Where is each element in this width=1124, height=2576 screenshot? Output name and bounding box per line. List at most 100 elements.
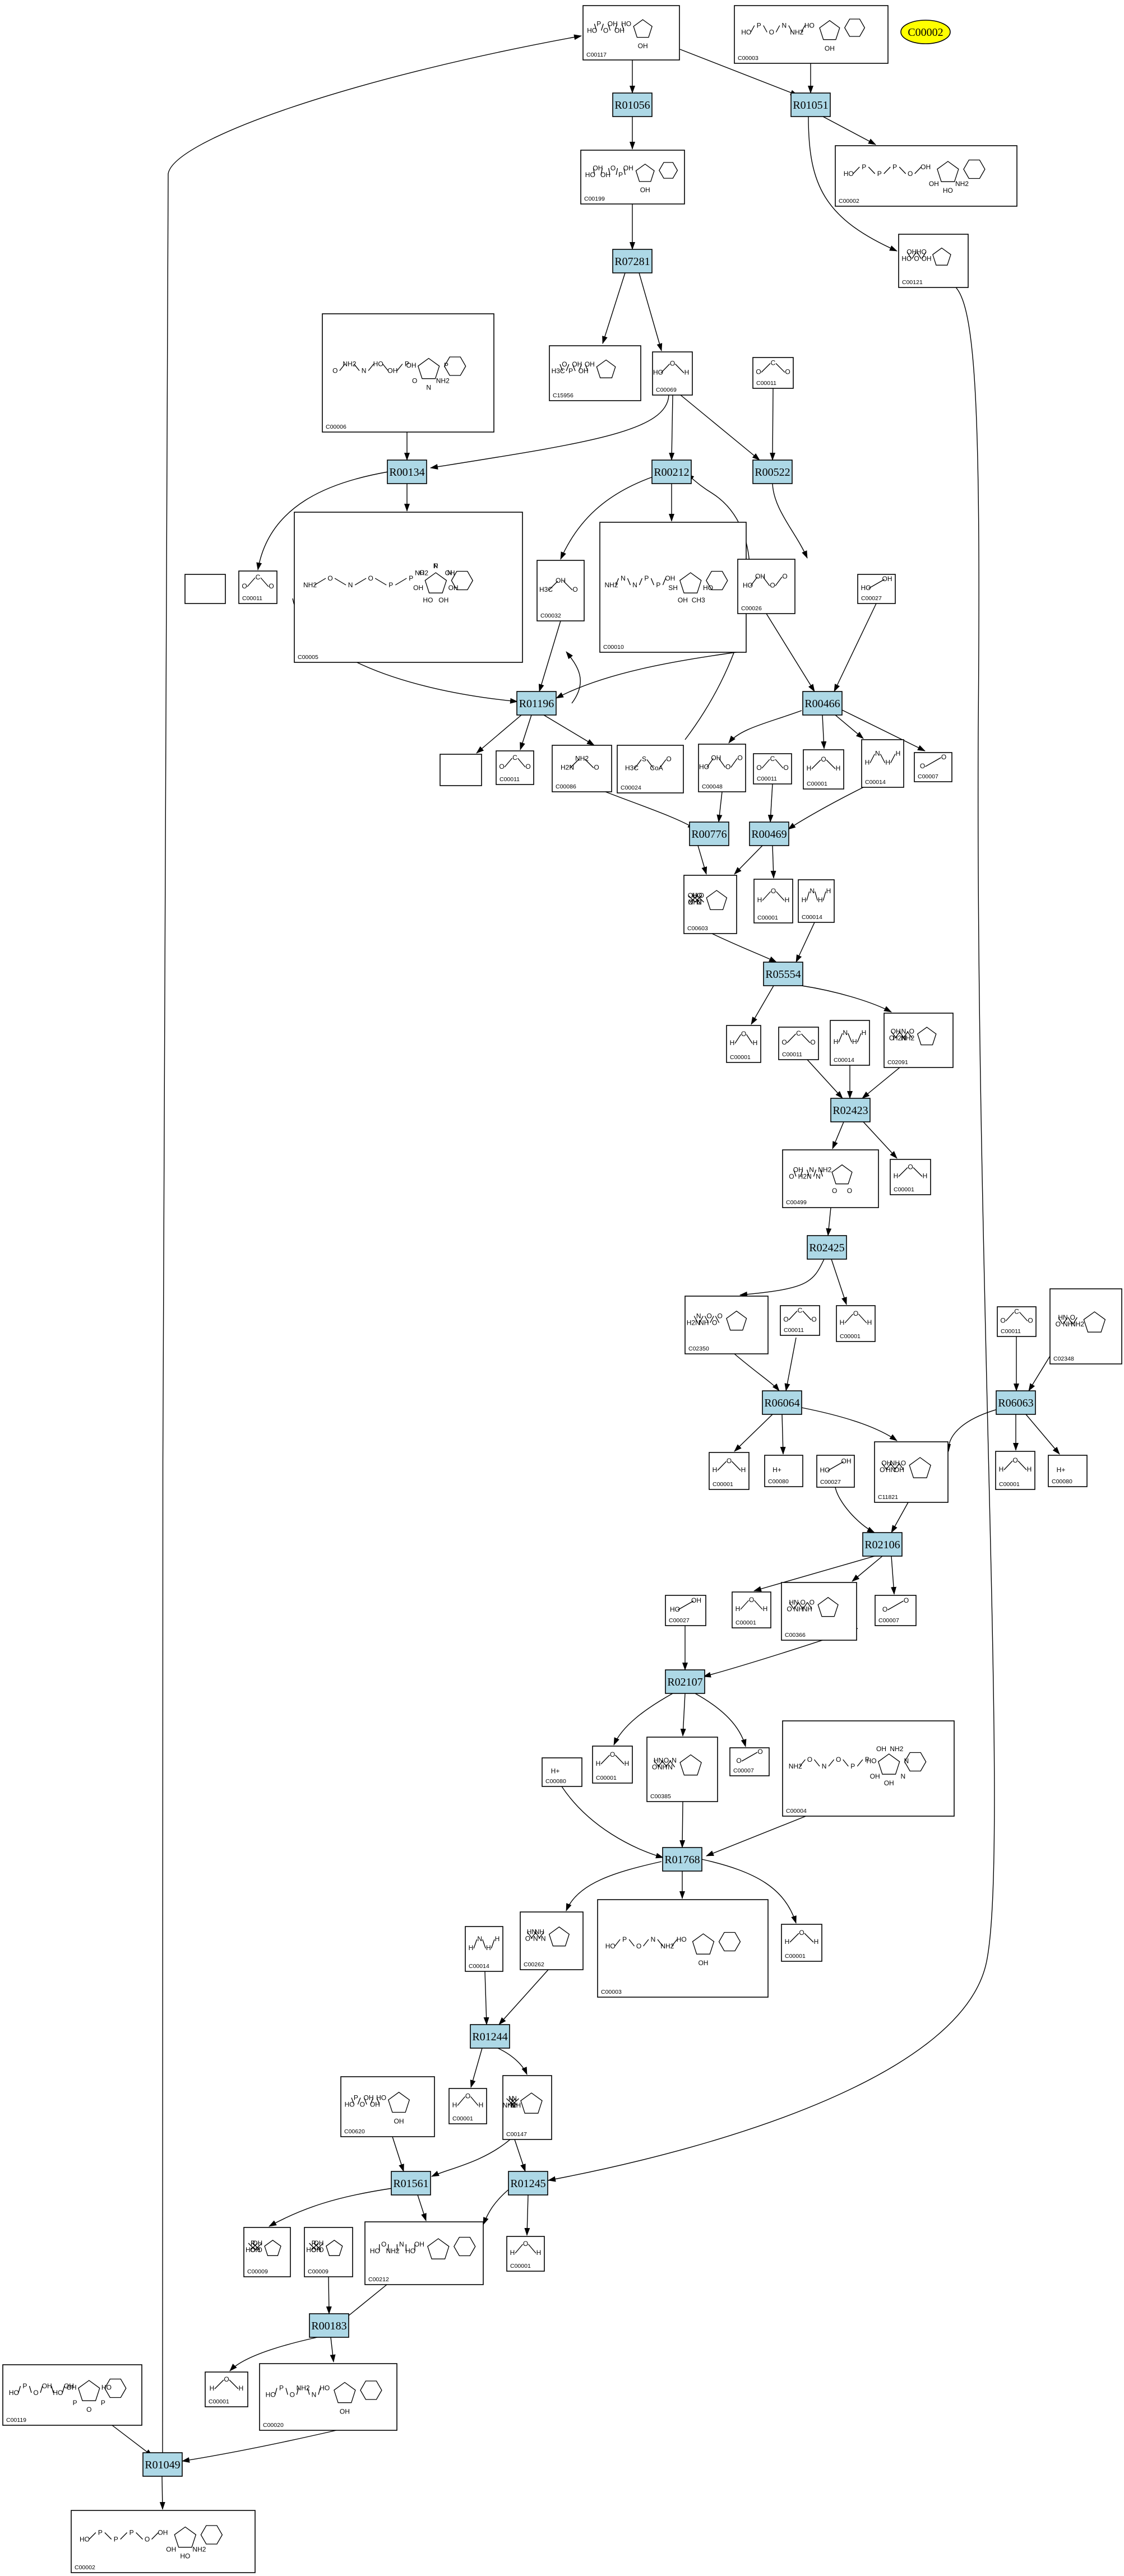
- compound-box[interactable]: [536, 560, 585, 621]
- compound-box[interactable]: [997, 1306, 1037, 1337]
- reaction-box[interactable]: [807, 1235, 847, 1260]
- reaction-box[interactable]: [862, 1532, 903, 1557]
- compound-box[interactable]: [259, 2363, 397, 2431]
- reaction-node[interactable]: R00212: [651, 459, 692, 484]
- reaction-box[interactable]: [996, 1390, 1036, 1415]
- reaction-node[interactable]: R01056: [612, 92, 653, 117]
- reaction-box[interactable]: [763, 962, 803, 986]
- reaction-box[interactable]: [762, 1390, 802, 1415]
- compound-box[interactable]: [683, 875, 737, 934]
- compound-box[interactable]: [884, 1013, 954, 1068]
- reaction-box[interactable]: [749, 821, 789, 846]
- compound-box[interactable]: [732, 1591, 771, 1628]
- reaction-box[interactable]: [612, 92, 653, 117]
- compound-box[interactable]: [496, 750, 534, 785]
- compound-box[interactable]: [698, 744, 746, 792]
- compound-box[interactable]: [580, 150, 685, 205]
- reaction-box[interactable]: [830, 1098, 871, 1122]
- compound-box[interactable]: [465, 1926, 503, 1972]
- reaction-box[interactable]: [790, 92, 831, 117]
- compound-box[interactable]: [597, 1899, 769, 1998]
- compound-node[interactable]: H+C00080: [1048, 1455, 1088, 1487]
- reaction-node[interactable]: R00134: [387, 459, 427, 484]
- compound-box[interactable]: [995, 1451, 1035, 1490]
- reaction-node[interactable]: R05554: [763, 962, 803, 986]
- reaction-box[interactable]: [752, 459, 793, 484]
- reaction-box[interactable]: [391, 2171, 431, 2196]
- compound-node[interactable]: H+C00080: [764, 1455, 803, 1487]
- compound-box[interactable]: [520, 1911, 584, 1970]
- compound-box[interactable]: [782, 1149, 879, 1208]
- reaction-node[interactable]: R07281: [612, 249, 653, 273]
- compound-box[interactable]: [448, 2088, 487, 2124]
- compound-box[interactable]: [2, 2364, 142, 2426]
- reaction-node[interactable]: R02425: [807, 1235, 847, 1260]
- compound-box[interactable]: [506, 2236, 545, 2272]
- compound-box[interactable]: [782, 1720, 955, 1817]
- compound-box[interactable]: [71, 2510, 256, 2573]
- compound-box[interactable]: [803, 749, 844, 790]
- compound-box[interactable]: [836, 1305, 876, 1342]
- compound-box[interactable]: [340, 2076, 435, 2137]
- compound-box[interactable]: [816, 1455, 855, 1488]
- compound-box[interactable]: [898, 234, 969, 288]
- compound-box[interactable]: [617, 745, 684, 793]
- highlight-compound[interactable]: C00002: [900, 20, 951, 44]
- reaction-node[interactable]: R02107: [665, 1669, 705, 1694]
- compound-box[interactable]: [835, 145, 1017, 207]
- compound-box[interactable]: [322, 313, 494, 433]
- reaction-node[interactable]: R01244: [470, 2024, 510, 2049]
- reaction-node[interactable]: R00466: [802, 691, 843, 716]
- compound-box[interactable]: [778, 1027, 819, 1060]
- reaction-node[interactable]: R02106: [862, 1532, 903, 1557]
- compound-box[interactable]: [781, 1924, 822, 1962]
- reaction-box[interactable]: [516, 691, 557, 716]
- compound-box[interactable]: [665, 1595, 706, 1626]
- compound-box[interactable]: [549, 345, 641, 401]
- compound-box[interactable]: [709, 1452, 750, 1490]
- compound-box[interactable]: [752, 357, 794, 389]
- compound-box[interactable]: [734, 5, 889, 64]
- compound-box[interactable]: [875, 1595, 917, 1626]
- reaction-node[interactable]: R01768: [662, 1847, 702, 1872]
- reaction-node[interactable]: R00469: [749, 821, 789, 846]
- compound-box[interactable]: [542, 1757, 582, 1787]
- reaction-box[interactable]: [387, 459, 427, 484]
- compound-box[interactable]: [294, 512, 523, 663]
- compound-box[interactable]: [737, 559, 795, 614]
- compound-box[interactable]: [205, 2371, 248, 2407]
- highlight-ellipse[interactable]: [900, 20, 951, 44]
- reaction-node[interactable]: R01245: [508, 2171, 548, 2196]
- reaction-box[interactable]: [665, 1669, 705, 1694]
- reaction-box[interactable]: [651, 459, 692, 484]
